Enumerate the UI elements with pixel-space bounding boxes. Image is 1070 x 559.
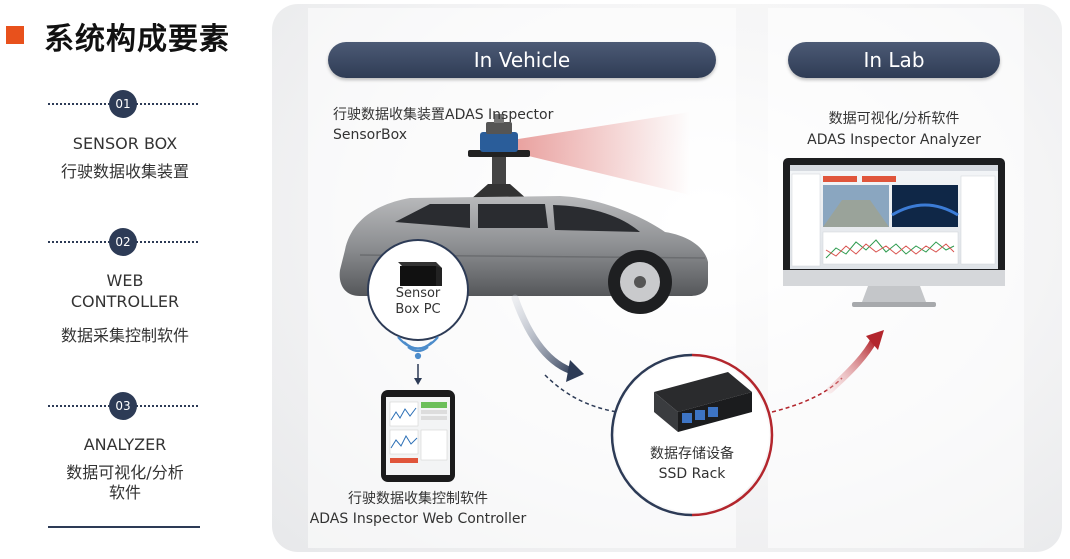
sensor-mast xyxy=(492,150,506,188)
sensorbox-label-line2: SensorBox xyxy=(333,127,408,143)
step-title-line2: CONTROLLER xyxy=(70,292,180,311)
step-subtitle: 数据采集控制软件 xyxy=(60,326,189,345)
analyzer-label-line1: 数据可视化/分析软件 xyxy=(828,111,960,127)
bottom-rule xyxy=(48,526,200,528)
mast-base xyxy=(470,184,528,200)
wifi-icon xyxy=(397,336,439,360)
in-lab-header: In Lab xyxy=(788,42,1000,78)
lidar-beam xyxy=(512,112,690,195)
flow-dashed-to-lab xyxy=(771,377,843,413)
step-subtitle-line1: 数据可视化/分析 xyxy=(66,463,184,482)
ssd-label-line2: SSD Rack xyxy=(658,466,726,482)
in-vehicle-header: In Vehicle xyxy=(328,42,716,78)
sensorbox-label-line1: 行驶数据收集装置ADAS Inspector xyxy=(333,107,554,123)
step-subtitle-line2: 软件 xyxy=(108,483,141,502)
step-title: SENSOR BOX xyxy=(72,134,178,153)
step-number: 01 xyxy=(109,90,137,118)
title-marker xyxy=(6,26,24,44)
monitor-icon xyxy=(783,158,1005,307)
step-title-line1: WEB xyxy=(106,271,144,290)
flow-arrow-to-ssd xyxy=(511,294,579,376)
step-title: ANALYZER xyxy=(83,435,167,454)
step-number: 02 xyxy=(109,228,137,256)
sensor-box-pc-node xyxy=(367,239,469,341)
step-number: 03 xyxy=(109,392,137,420)
ssd-rack-node xyxy=(610,353,774,517)
lidar-sensor-icon xyxy=(468,114,530,157)
flow-arrow-to-lab xyxy=(826,336,878,394)
step-subtitle: 行驶数据收集装置 xyxy=(60,162,189,181)
web-controller-label-line1: 行驶数据收集控制软件 xyxy=(348,491,488,507)
analyzer-label-line2: ADAS Inspector Analyzer xyxy=(807,132,981,148)
tablet-icon xyxy=(381,390,455,482)
ssd-label-line1: 数据存储设备 xyxy=(650,446,734,462)
flow-dashed-to-ssd xyxy=(544,374,618,413)
page-title: 系统构成要素 xyxy=(44,22,230,57)
sensor-pc-label-line2: Box PC xyxy=(395,302,441,317)
sensor-pc-label-line1: Sensor xyxy=(395,286,441,301)
web-controller-label-line2: ADAS Inspector Web Controller xyxy=(309,511,527,527)
